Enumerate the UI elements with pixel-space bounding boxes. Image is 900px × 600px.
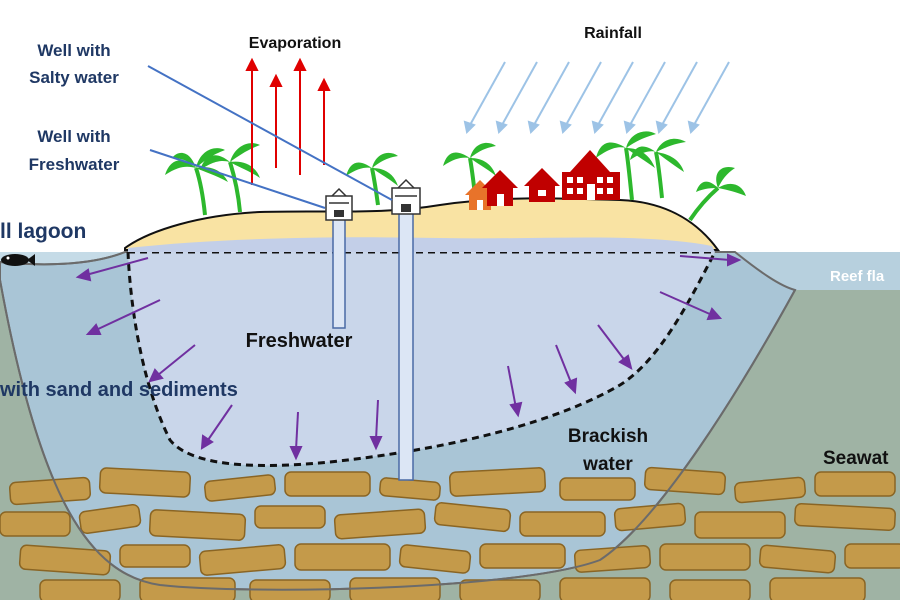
pointer-line-fresh-well bbox=[149, 149, 326, 209]
label-well-fresh-line1: Well with bbox=[37, 127, 110, 146]
fish-icon bbox=[1, 254, 35, 266]
label-freshwater: Freshwater bbox=[246, 330, 353, 352]
freshwater-boundary bbox=[126, 251, 717, 468]
label-evaporation: Evaporation bbox=[249, 35, 341, 52]
rainfall-arrows bbox=[463, 61, 730, 135]
palm-tree-icon bbox=[688, 166, 746, 222]
label-well-salty-line2: Salty water bbox=[29, 68, 119, 87]
label-brackish-line2: water bbox=[582, 454, 633, 475]
reef-flat-water bbox=[715, 252, 900, 290]
freshwater-lens bbox=[128, 252, 715, 466]
school-building-icon bbox=[562, 150, 620, 200]
pointer-line-salty-well bbox=[147, 65, 393, 201]
rock-layer bbox=[0, 466, 900, 600]
label-well-fresh-line2: Freshwater bbox=[29, 155, 120, 174]
well-salty bbox=[391, 178, 421, 481]
label-brackish-line1: Brackish bbox=[568, 426, 648, 447]
house-icon bbox=[482, 170, 518, 206]
label-seawater: Seawat bbox=[823, 448, 889, 469]
evaporation-arrows bbox=[245, 57, 331, 185]
well-freshwater bbox=[325, 187, 353, 329]
aquifer-bowl-outline bbox=[0, 279, 796, 591]
island-lens-top bbox=[128, 237, 715, 252]
label-sediments: with sand and sediments bbox=[0, 379, 238, 401]
label-lagoon: ll lagoon bbox=[0, 220, 86, 243]
flow-arrows bbox=[75, 253, 742, 461]
label-rainfall: Rainfall bbox=[584, 25, 642, 42]
palm-tree-icon bbox=[346, 152, 398, 206]
label-reef-flat: Reef fla bbox=[830, 268, 885, 285]
palm-tree-icon bbox=[630, 138, 686, 199]
palm-tree-icon bbox=[165, 148, 228, 216]
house-icon bbox=[524, 168, 560, 202]
label-well-salty-line1: Well with bbox=[37, 41, 110, 60]
island-sand bbox=[124, 197, 720, 251]
